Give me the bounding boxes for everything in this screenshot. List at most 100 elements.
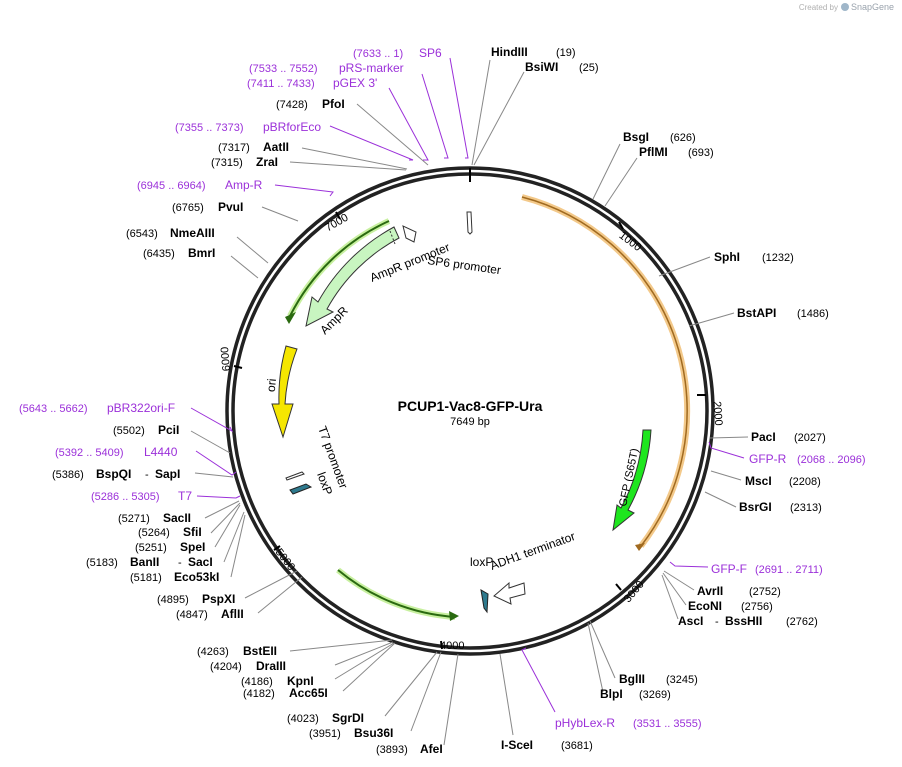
primer-name-prs-marker: pRS-marker (339, 61, 404, 75)
loxp-left-marker (289, 483, 313, 495)
tick-label-6000: 6000 (219, 346, 233, 371)
feature-label-ori: ori (264, 378, 279, 393)
enzyme-site-sacii: (5271) (118, 513, 150, 525)
leader-pflmi (604, 157, 638, 207)
feature-label-adh1-terminator: ADH1 terminator (488, 529, 577, 573)
primer-leader-pgex3 (388, 87, 429, 161)
enzyme-name-sfii: SfiI (183, 525, 202, 539)
leader-aflii (257, 576, 303, 614)
enzyme-name-econi: EcoNI (688, 599, 722, 613)
tick-label-4000: 4000 (440, 640, 464, 652)
enzyme-name-draiii: DraIII (256, 659, 286, 673)
leader-bsrgi (704, 491, 737, 508)
enzyme-name-acc65i: Acc65I (289, 686, 328, 700)
leader-sacii (204, 500, 240, 519)
leader-eco53ki (230, 514, 246, 578)
t7-promoter-arrow (285, 471, 305, 481)
primer-range-pbrforeco: (7355 .. 7373) (175, 122, 244, 134)
ampr-feature-arrow (305, 226, 400, 327)
primer-leader-t7 (196, 495, 241, 499)
enzyme-site-paci: (2027) (794, 432, 826, 444)
enzyme-site-pcii: (5502) (113, 425, 145, 437)
adh1-terminator-arrow (493, 581, 526, 605)
enzyme-name-hindiii: HindIII (491, 45, 528, 59)
enzyme-name-pspxi: PspXI (202, 592, 235, 606)
primer-range-amp-r: (6945 .. 6964) (137, 180, 206, 192)
tick-mark-3000 (615, 583, 622, 591)
leader-bsteii (289, 639, 393, 652)
leader-acc65i (342, 642, 396, 692)
enzyme-leader-lines (190, 59, 749, 746)
plasmid-size: 7649 bp (450, 416, 490, 428)
snapgene-logo-icon (840, 3, 849, 11)
tick-mark-4000 (440, 640, 443, 650)
tick-mark-6000 (233, 365, 243, 369)
primer-leader-phyblex-r (521, 647, 556, 713)
enzyme-site-bspqi: (5386) (52, 469, 84, 481)
enzyme-site-avrii: (2752) (749, 586, 781, 598)
enzyme-name-asci: AscI (678, 614, 703, 628)
ampr-promoter-arrow (402, 225, 417, 243)
leader-asci (661, 574, 679, 620)
enzyme-name-afei: AfeI (420, 742, 443, 756)
feature-label-loxp-bottom: loxP (470, 555, 493, 569)
enzyme-name-spei: SpeI (180, 540, 205, 554)
gfp-feature-arrow (612, 429, 652, 532)
ori-feature-arrow (271, 345, 298, 439)
enzyme-site-hindiii: (19) (556, 47, 576, 59)
enzyme-name-avrii: AvrII (697, 584, 723, 598)
leader-hindiii (471, 59, 491, 166)
orf-highlight-right (521, 194, 691, 548)
leader-sfii (210, 502, 241, 534)
leader-bspqi (194, 472, 234, 478)
enzyme-site-zrai: (7315) (211, 157, 243, 169)
enzyme-site-draiii: (4204) (210, 661, 242, 673)
enzyme-site-bsiwi: (25) (579, 62, 599, 74)
orf-arrowhead-left (285, 312, 296, 324)
enzyme-name-pcii: PciI (158, 423, 179, 437)
enzyme-site-nmeaiii: (6543) (126, 228, 158, 240)
orf-arrowhead-right (635, 543, 645, 551)
primer-leader-gfp-r (708, 441, 745, 459)
enzyme-name-zrai: ZraI (256, 155, 278, 169)
enzyme-name-pvui: PvuI (218, 200, 243, 214)
sp6-promoter-arrow (466, 211, 473, 235)
enzyme-name-bglii: BglII (619, 672, 645, 686)
leader-aatii (301, 147, 408, 170)
leader-bmri (230, 255, 259, 279)
tick-mark-1000 (618, 221, 624, 230)
loxp-bottom-marker (480, 589, 489, 614)
primer-leader-amp-r (274, 184, 334, 197)
enzyme-name-msci: MscI (745, 474, 772, 488)
enzyme-site-i-scei: (3681) (561, 740, 593, 752)
primer-name-pbr322ori-f: pBR322ori-F (107, 401, 175, 415)
leader-kpni (334, 642, 395, 680)
enzyme-name-pfoi: PfoI (322, 97, 345, 111)
primer-range-prs-marker: (7533 .. 7552) (249, 63, 318, 75)
enzyme-name-eco53ki: Eco53kI (174, 570, 219, 584)
leader-banii (223, 511, 245, 563)
leader-econi (662, 572, 687, 606)
enzyme-name-bsgi: BsgI (623, 130, 649, 144)
primer-range-gfp-f: (2691 .. 2711) (755, 564, 823, 576)
primer-name-gfp-f: GFP-F (711, 562, 747, 576)
enzyme-site-bsteii: (4263) (197, 646, 229, 658)
leader-blpi (587, 622, 604, 693)
enzyme-site-pspxi: (4895) (157, 594, 189, 606)
enzyme-name-bsshii: BssHII (725, 614, 762, 628)
leader-bsiwi (473, 71, 525, 166)
feature-label-sp6-promoter: SP6 promoter (427, 253, 502, 277)
leader-pspxi (244, 570, 298, 599)
primer-name-pbrforeco: pBRforEco (263, 120, 321, 134)
credit-prefix: Created by (798, 3, 838, 12)
primer-range-sp6: (7633 .. 1) (353, 48, 403, 60)
enzyme-site-sphi: (1232) (762, 252, 794, 264)
enzyme-name-bspqi: BspQI (96, 467, 131, 481)
leader-zrai (289, 161, 407, 171)
leader-pfoi (356, 103, 429, 166)
primer-range-t7: (5286 .. 5305) (91, 491, 160, 503)
tick-mark-7000 (335, 211, 341, 220)
enzyme-name-bsiwi: BsiWI (525, 60, 558, 74)
enzyme-site-kpni: (4186) (241, 676, 273, 688)
